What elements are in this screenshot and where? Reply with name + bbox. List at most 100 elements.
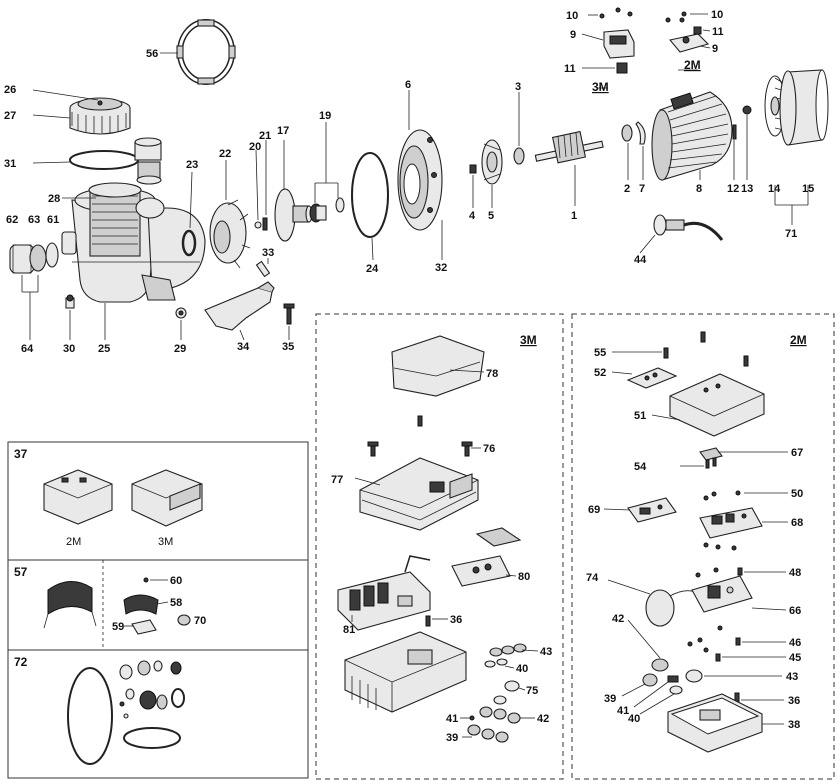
- base-housing-3m: [344, 631, 467, 713]
- pin-part-33: [255, 260, 271, 278]
- label-5: 5: [488, 210, 494, 222]
- plug-part-29: [175, 307, 187, 319]
- caption-3m-inset: 3M: [158, 536, 173, 548]
- label-19: 19: [319, 110, 331, 122]
- label-80: 80: [518, 571, 530, 583]
- cover-part-78: [391, 335, 485, 397]
- label-61: 61: [47, 214, 59, 226]
- bearing-part-3: [513, 147, 525, 165]
- label-58: 58: [170, 597, 182, 609]
- label-9-right: 9: [712, 43, 718, 55]
- screws-part-76: [367, 441, 473, 457]
- label-71: 71: [785, 228, 797, 240]
- label-39-3m: 39: [446, 732, 458, 744]
- bearing-cover-part-5: [481, 139, 503, 185]
- housing-2m-thumbnail: [43, 469, 113, 525]
- o-ring-part-31: [69, 150, 139, 170]
- label-57: 57: [14, 565, 28, 579]
- title-3m-panel: 3M: [520, 333, 537, 347]
- label-56: 56: [146, 48, 158, 60]
- fan-cover-part-15: [779, 69, 829, 146]
- label-41-3m: 41: [446, 713, 458, 725]
- nut-part-4: [469, 164, 477, 174]
- motor-part-8: [651, 91, 733, 181]
- screw-part-60: [143, 577, 149, 583]
- label-24: 24: [366, 263, 379, 275]
- thermal-pad: [475, 527, 522, 547]
- label-44: 44: [634, 254, 647, 266]
- seal-kit-72: [67, 660, 185, 765]
- label-36-3m: 36: [450, 614, 462, 626]
- display-board-part-80: [451, 555, 511, 587]
- label-55: 55: [594, 347, 606, 359]
- rotor-shaft-part-1: [534, 130, 604, 164]
- label-11-right: 11: [712, 26, 724, 38]
- label-43-2m: 43: [786, 671, 798, 683]
- drain-plug-part-30: [65, 294, 75, 309]
- spring-washer-part-7: [635, 121, 646, 145]
- label-45: 45: [789, 652, 801, 664]
- panel-2m-border: [571, 313, 835, 780]
- label-36-2m: 36: [788, 695, 800, 707]
- bolt-part-35: [283, 303, 295, 325]
- label-67: 67: [791, 447, 803, 459]
- label-11-left: 11: [564, 63, 576, 75]
- label-68: 68: [791, 517, 803, 529]
- label-13: 13: [741, 183, 753, 195]
- spacer-part-46: [735, 637, 741, 646]
- label-59: 59: [112, 621, 124, 633]
- connector-part-67: [699, 447, 723, 469]
- label-48: 48: [789, 567, 801, 579]
- label-72: 72: [14, 655, 28, 669]
- title-2m-top: 2M: [684, 58, 701, 72]
- pump-housing-part-25: [61, 182, 206, 303]
- union-parts-top: [134, 137, 162, 185]
- label-10-left: 10: [566, 10, 578, 22]
- inset-72-box: [7, 649, 309, 779]
- label-46: 46: [789, 637, 801, 649]
- screw-part-36-3m: [425, 615, 431, 627]
- label-38: 38: [788, 719, 800, 731]
- panel-3m-border: [315, 313, 564, 780]
- label-40-3m: 40: [516, 663, 528, 675]
- label-34: 34: [237, 341, 250, 353]
- label-15: 15: [802, 183, 814, 195]
- label-37: 37: [14, 447, 28, 461]
- label-25: 25: [98, 343, 110, 355]
- label-33: 33: [262, 247, 274, 259]
- label-2: 2: [624, 183, 630, 195]
- label-31: 31: [4, 158, 16, 170]
- title-3m-top: 3M: [592, 80, 609, 94]
- lid-part-27: [69, 97, 131, 135]
- label-20: 20: [249, 141, 261, 153]
- label-21: 21: [259, 130, 271, 142]
- washer-part-70: [177, 614, 191, 626]
- impeller-part-17: [274, 188, 313, 242]
- label-43-3m: 43: [540, 646, 552, 658]
- label-6: 6: [405, 79, 411, 91]
- label-52: 52: [594, 367, 606, 379]
- label-64: 64: [21, 343, 34, 355]
- label-54: 54: [634, 461, 647, 473]
- label-76: 76: [483, 443, 495, 455]
- power-board-part-81: [337, 555, 431, 631]
- board-part-69: [627, 497, 677, 523]
- spacer-part-48: [737, 567, 743, 576]
- label-12: 12: [727, 183, 739, 195]
- cover-part-51: [669, 373, 765, 437]
- housing-lid-part-77: [359, 457, 479, 531]
- label-part-59: [131, 619, 157, 635]
- label-50: 50: [791, 488, 803, 500]
- cover-part-58: [123, 594, 159, 615]
- label-4: 4: [469, 210, 476, 222]
- label-74: 74: [586, 572, 599, 584]
- label-8: 8: [696, 183, 702, 195]
- screw-top-2m: [700, 331, 706, 343]
- label-32: 32: [435, 262, 447, 274]
- label-35: 35: [282, 341, 294, 353]
- washer-part-13: [742, 105, 752, 115]
- screw-part-50: [735, 490, 741, 496]
- label-30: 30: [63, 343, 75, 355]
- capacitor-part-74: [645, 589, 697, 627]
- title-2m-panel: 2M: [790, 333, 807, 347]
